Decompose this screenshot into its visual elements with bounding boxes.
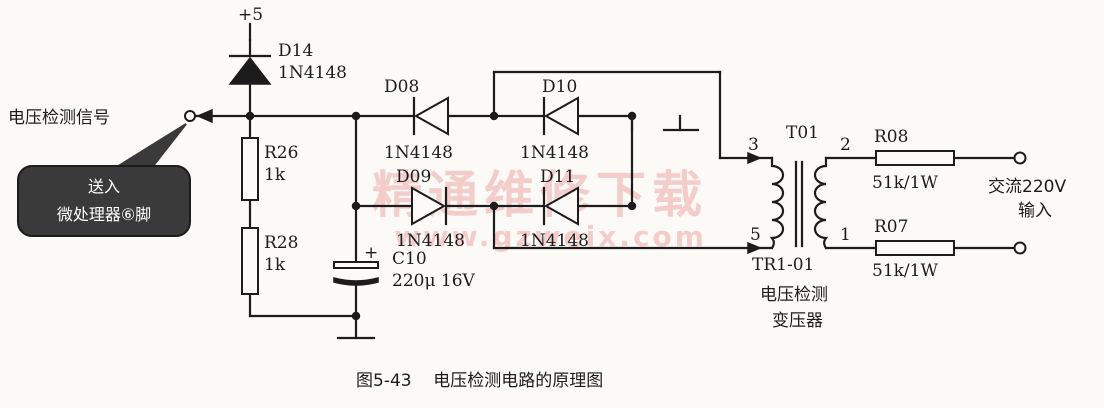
signal-terminal	[184, 110, 196, 122]
label-plus5: +5	[238, 5, 263, 25]
label-r08-val: 51k/1W	[872, 173, 938, 193]
label-d09-ref: D09	[396, 167, 431, 187]
arrow-left-icon	[196, 108, 213, 124]
label-d10-ref: D10	[542, 77, 577, 97]
label-pin5: 5	[750, 225, 761, 245]
diode-d14	[228, 38, 272, 85]
label-tr-name1: 电压检测	[760, 285, 828, 305]
resistor-r28	[241, 227, 259, 295]
junction-dot	[245, 111, 255, 121]
label-c10-val: 220μ 16V	[392, 271, 476, 291]
label-tr-ref: T01	[786, 123, 819, 143]
label-pin2: 2	[840, 135, 851, 155]
label-d11-part: 1N4148	[520, 231, 589, 251]
label-d08-ref: D08	[384, 77, 419, 97]
junction-dot	[351, 201, 361, 211]
label-pin1: 1	[840, 225, 851, 245]
junction-dot	[627, 201, 637, 211]
label-d10-part: 1N4148	[520, 143, 589, 163]
resistor-r07	[875, 240, 955, 256]
callout-line2: 微处理器⑥脚	[57, 205, 151, 224]
ac-terminal-top	[1013, 151, 1027, 165]
label-d09-part: 1N4148	[396, 231, 465, 251]
label-c10-plus: +	[364, 243, 378, 263]
capacitor-c10	[333, 261, 379, 286]
junction-dot	[351, 311, 361, 321]
ac-terminal-bottom	[1013, 241, 1027, 255]
label-d14-part: 1N4148	[278, 63, 347, 83]
diode-d09	[411, 186, 448, 226]
transformer-t01	[747, 151, 829, 255]
label-signal: 电压检测信号	[8, 108, 110, 128]
callout-line1: 送入	[88, 177, 120, 196]
figure-caption: 图5-43 电压检测电路的原理图	[356, 371, 603, 391]
label-c10-ref: C10	[392, 249, 427, 269]
label-r08-ref: R08	[874, 127, 908, 147]
label-r26-val: 1k	[264, 165, 286, 185]
label-r26-ref: R26	[264, 143, 298, 163]
label-d14-ref: D14	[278, 41, 313, 61]
diode-d08	[412, 96, 449, 136]
label-d08-part: 1N4148	[384, 143, 453, 163]
junction-dot	[351, 111, 361, 121]
label-ac-in1: 交流220V	[988, 177, 1066, 197]
label-d11-ref: D11	[540, 167, 575, 187]
junction-dot	[489, 201, 499, 211]
resistor-r08	[875, 150, 955, 166]
label-r28-ref: R28	[264, 233, 298, 253]
callout-bubble	[17, 123, 191, 237]
diode-d11	[542, 186, 579, 226]
label-pin3: 3	[748, 135, 759, 155]
junction-dot	[489, 111, 499, 121]
label-tr-name2: 变压器	[772, 311, 823, 331]
diode-d10	[542, 96, 579, 136]
wires	[194, 22, 1016, 340]
junction-dot	[627, 111, 637, 121]
label-r28-val: 1k	[264, 255, 286, 275]
label-r07-ref: R07	[874, 217, 908, 237]
junctions	[245, 111, 637, 321]
label-ac-in2: 输入	[1018, 201, 1052, 221]
label-r07-val: 51k/1W	[872, 261, 938, 281]
resistor-r26	[241, 137, 259, 201]
label-tr-model: TR1-01	[752, 255, 814, 275]
